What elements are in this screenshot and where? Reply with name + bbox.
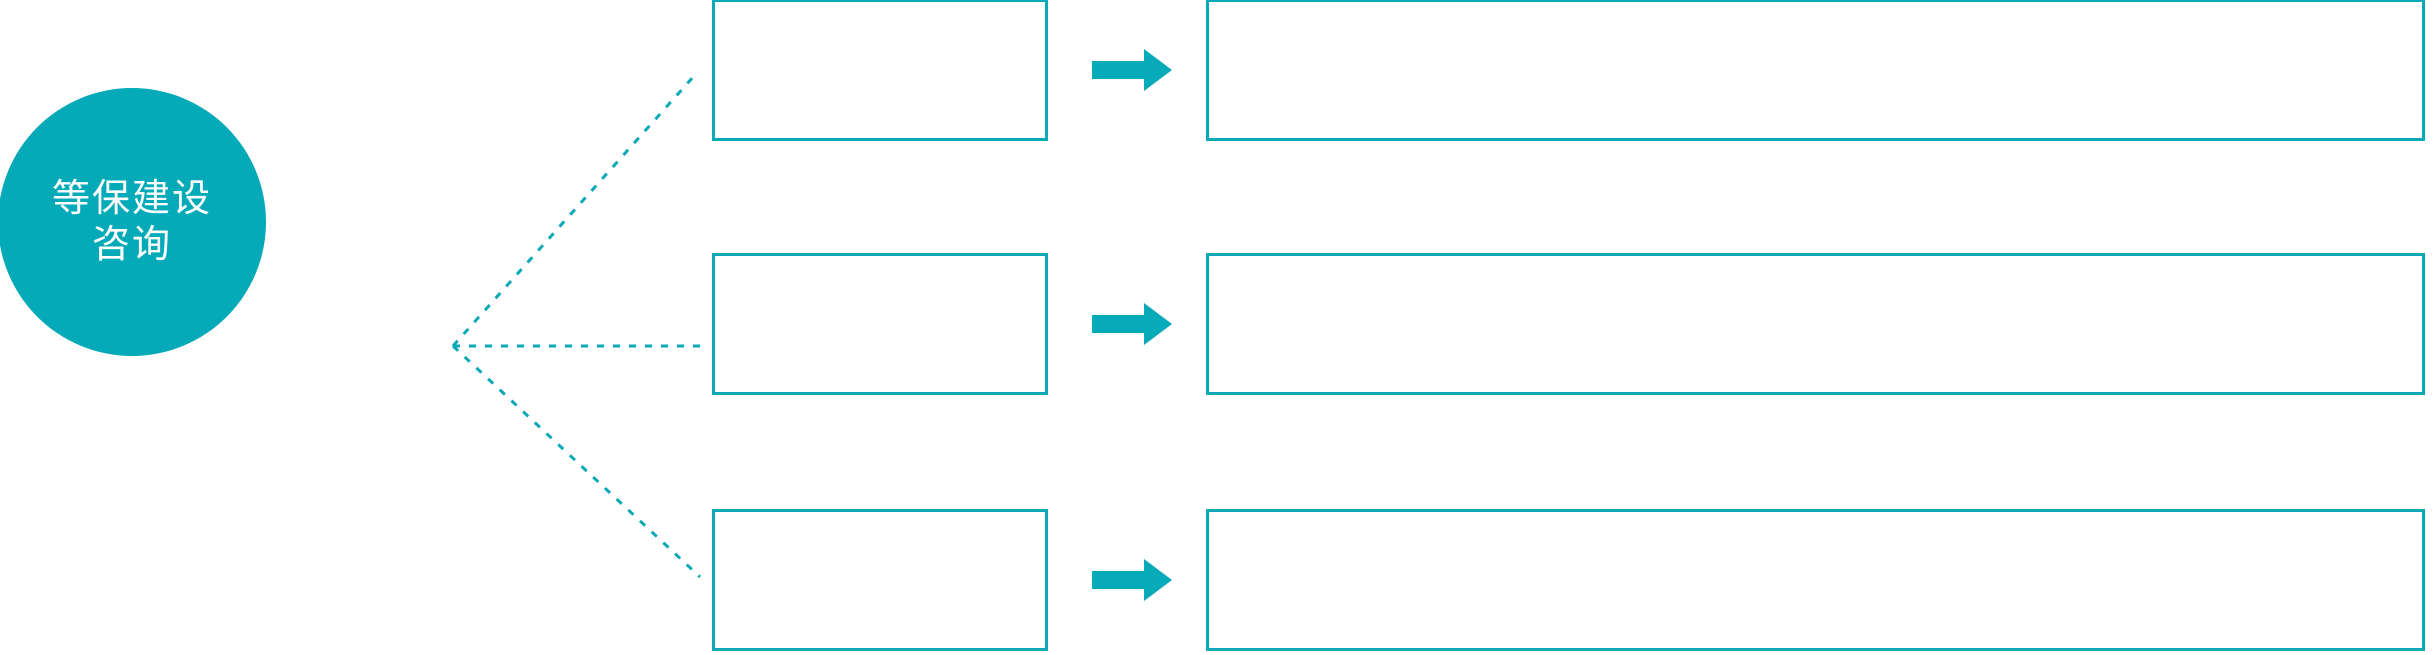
detail-box[interactable]	[1206, 253, 2425, 395]
flow-row	[0, 509, 2434, 651]
detail-box[interactable]	[1206, 0, 2425, 141]
arrow-right-icon	[1092, 303, 1172, 345]
stage-box[interactable]	[712, 509, 1048, 651]
detail-box[interactable]	[1206, 509, 2425, 651]
hub-label-line-1: 等保建设	[51, 177, 212, 220]
hub-circle[interactable]: 等保建设 咨询	[0, 88, 266, 356]
arrow-right-icon	[1092, 49, 1172, 91]
stage-box[interactable]	[712, 0, 1048, 141]
arrow-right-icon	[1092, 559, 1172, 601]
stage-box[interactable]	[712, 253, 1048, 395]
flow-row	[0, 0, 2434, 141]
flow-row	[0, 253, 2434, 395]
hub-label-line-2: 咨询	[91, 224, 172, 266]
